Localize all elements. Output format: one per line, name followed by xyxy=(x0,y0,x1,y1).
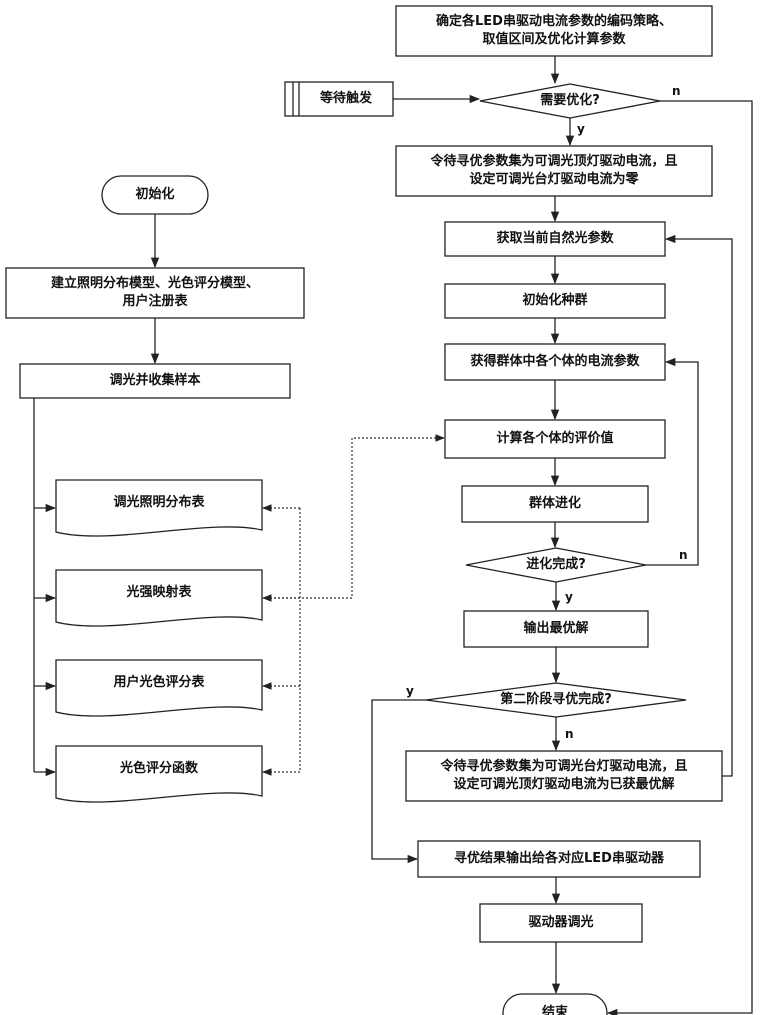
node-evolution-done: 进化完成? xyxy=(486,554,626,576)
node-evolve: 群体进化 xyxy=(462,486,648,522)
node-init-population: 初始化种群 xyxy=(445,284,665,318)
label-need-optimize-no: n xyxy=(672,84,681,98)
node-init: 初始化 xyxy=(102,176,208,214)
connector-stage2-loop xyxy=(666,239,732,776)
node-end: 结束 xyxy=(503,994,607,1015)
label-evolution-yes: y xyxy=(565,590,573,604)
node-calc-evaluation: 计算各个体的评价值 xyxy=(445,420,665,458)
connector-evolution-no xyxy=(646,362,698,565)
node-driver-dimming: 驱动器调光 xyxy=(480,904,642,942)
dotted-connector xyxy=(263,508,300,772)
node-doc-intensity-table: 光强映射表 xyxy=(56,578,262,608)
label-stage2-yes: y xyxy=(406,684,414,698)
node-output-to-drivers: 寻优结果输出给各对应LED串驱动器 xyxy=(418,841,700,877)
label-evolution-no: n xyxy=(679,548,688,562)
node-set-ceiling-params: 令待寻优参数集为可调光顶灯驱动电流，且 设定可调光台灯驱动电流为零 xyxy=(396,146,712,196)
node-need-optimize: 需要优化? xyxy=(500,90,640,112)
node-define-strategy: 确定各LED串驱动电流参数的编码策略、 取值区间及优化计算参数 xyxy=(396,6,712,56)
node-wait-trigger: 等待触发 xyxy=(299,82,393,116)
node-stage2-done: 第二阶段寻优完成? xyxy=(456,689,656,711)
node-set-desk-params: 令待寻优参数集为可调光台灯驱动电流，且 设定可调光顶灯驱动电流为已获最优解 xyxy=(406,751,722,801)
node-doc-user-score-table: 用户光色评分表 xyxy=(56,668,262,698)
label-need-optimize-yes: y xyxy=(577,122,585,136)
node-dim-collect: 调光并收集样本 xyxy=(20,364,290,398)
node-get-current-params: 获得群体中各个体的电流参数 xyxy=(445,344,665,380)
node-doc-score-function: 光色评分函数 xyxy=(56,754,262,784)
label-stage2-no: n xyxy=(565,727,574,741)
node-output-best: 输出最优解 xyxy=(464,611,648,647)
node-build-models: 建立照明分布模型、光色评分模型、 用户注册表 xyxy=(6,268,304,318)
node-doc-dist-table: 调光照明分布表 xyxy=(56,488,262,518)
node-get-natural-light: 获取当前自然光参数 xyxy=(445,222,665,256)
